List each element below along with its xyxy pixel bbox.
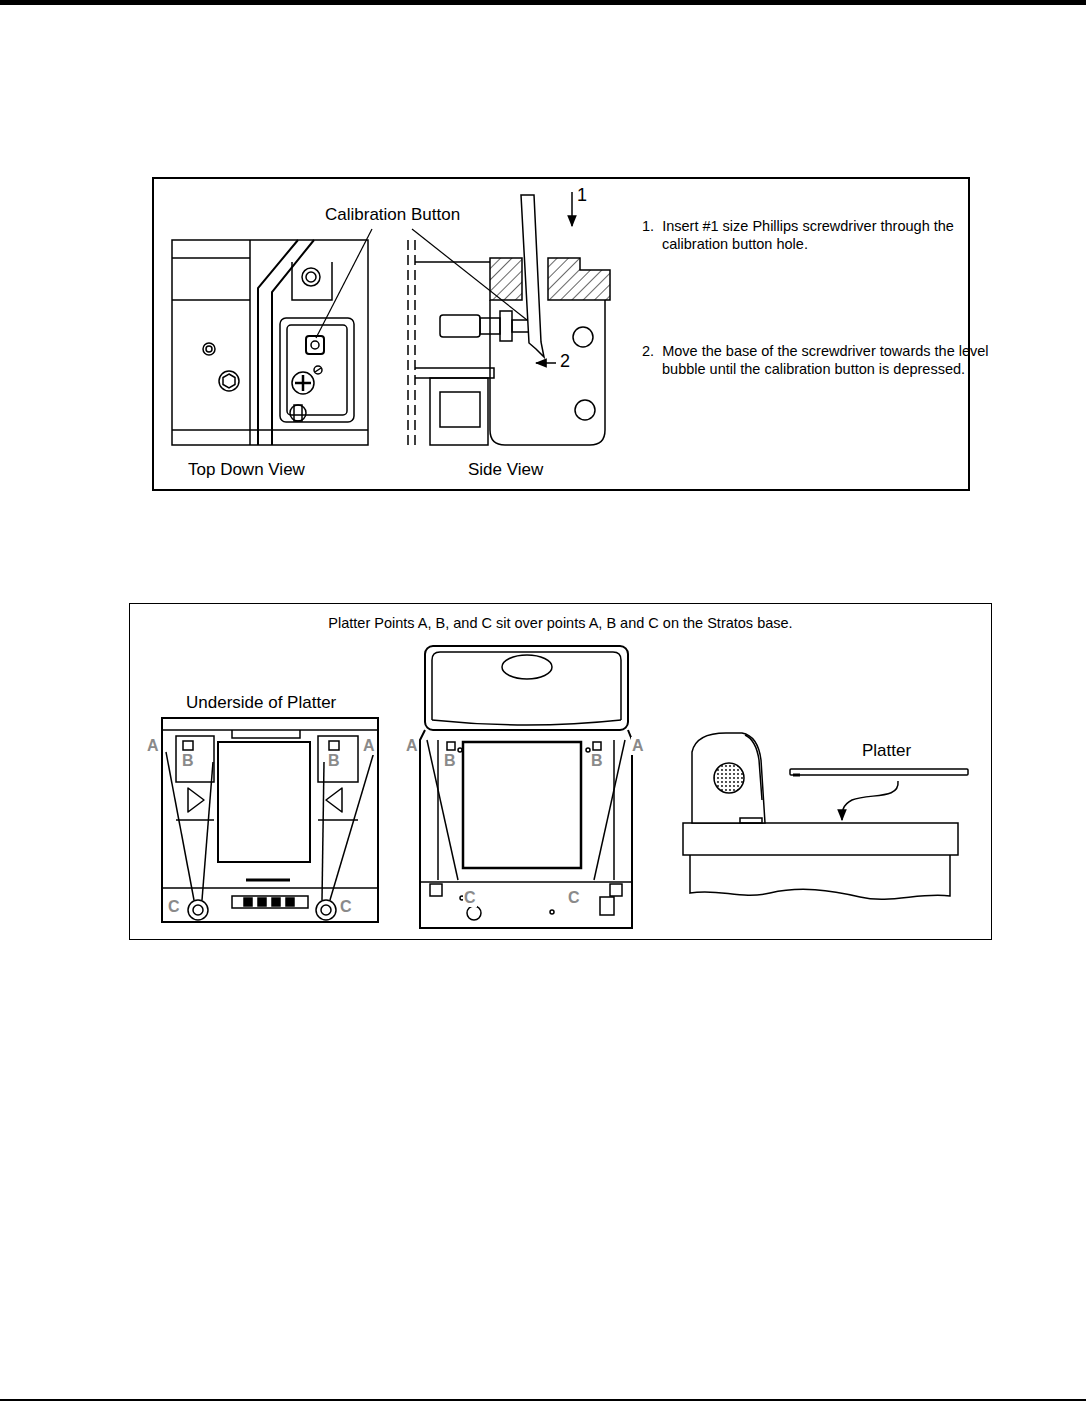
point-letter: A xyxy=(631,737,645,755)
point-letter: C xyxy=(567,889,581,907)
side-view xyxy=(316,192,610,445)
page-rule xyxy=(0,0,1086,5)
point-letter: B xyxy=(590,752,604,770)
callout-number: 2 xyxy=(560,352,570,372)
platter-placement-view xyxy=(683,733,968,899)
instruction-step: 2. Move the base of the screwdriver towa… xyxy=(642,342,994,378)
stratos-base xyxy=(420,646,632,928)
point-letter: B xyxy=(443,752,457,770)
point-letter: B xyxy=(181,752,195,770)
point-letter: A xyxy=(146,737,160,755)
figure-heading: Platter Points A, B, and C sit over poin… xyxy=(130,614,991,632)
callout-label: Calibration Button xyxy=(325,206,460,225)
point-letter: C xyxy=(463,889,477,907)
point-letter: C xyxy=(167,898,181,916)
figure-frame: 1. Insert #1 size Phillips screwdriver t… xyxy=(152,177,970,491)
callout-number: 1 xyxy=(577,186,587,206)
instruction-step: 1. Insert #1 size Phillips screwdriver t… xyxy=(642,217,994,253)
view-caption: Underside of Platter xyxy=(186,694,336,713)
point-letter: A xyxy=(362,737,376,755)
platter-underside xyxy=(162,718,378,922)
part-label: Platter xyxy=(862,742,911,761)
point-letter: B xyxy=(327,752,341,770)
view-caption: Top Down View xyxy=(188,461,305,480)
view-caption: Side View xyxy=(468,461,543,480)
figure-frame: Platter Points A, B, and C sit over poin… xyxy=(129,603,992,940)
top-down-view xyxy=(172,240,368,445)
page-rule xyxy=(0,1399,1086,1401)
point-letter: A xyxy=(405,737,419,755)
point-letter: C xyxy=(339,898,353,916)
